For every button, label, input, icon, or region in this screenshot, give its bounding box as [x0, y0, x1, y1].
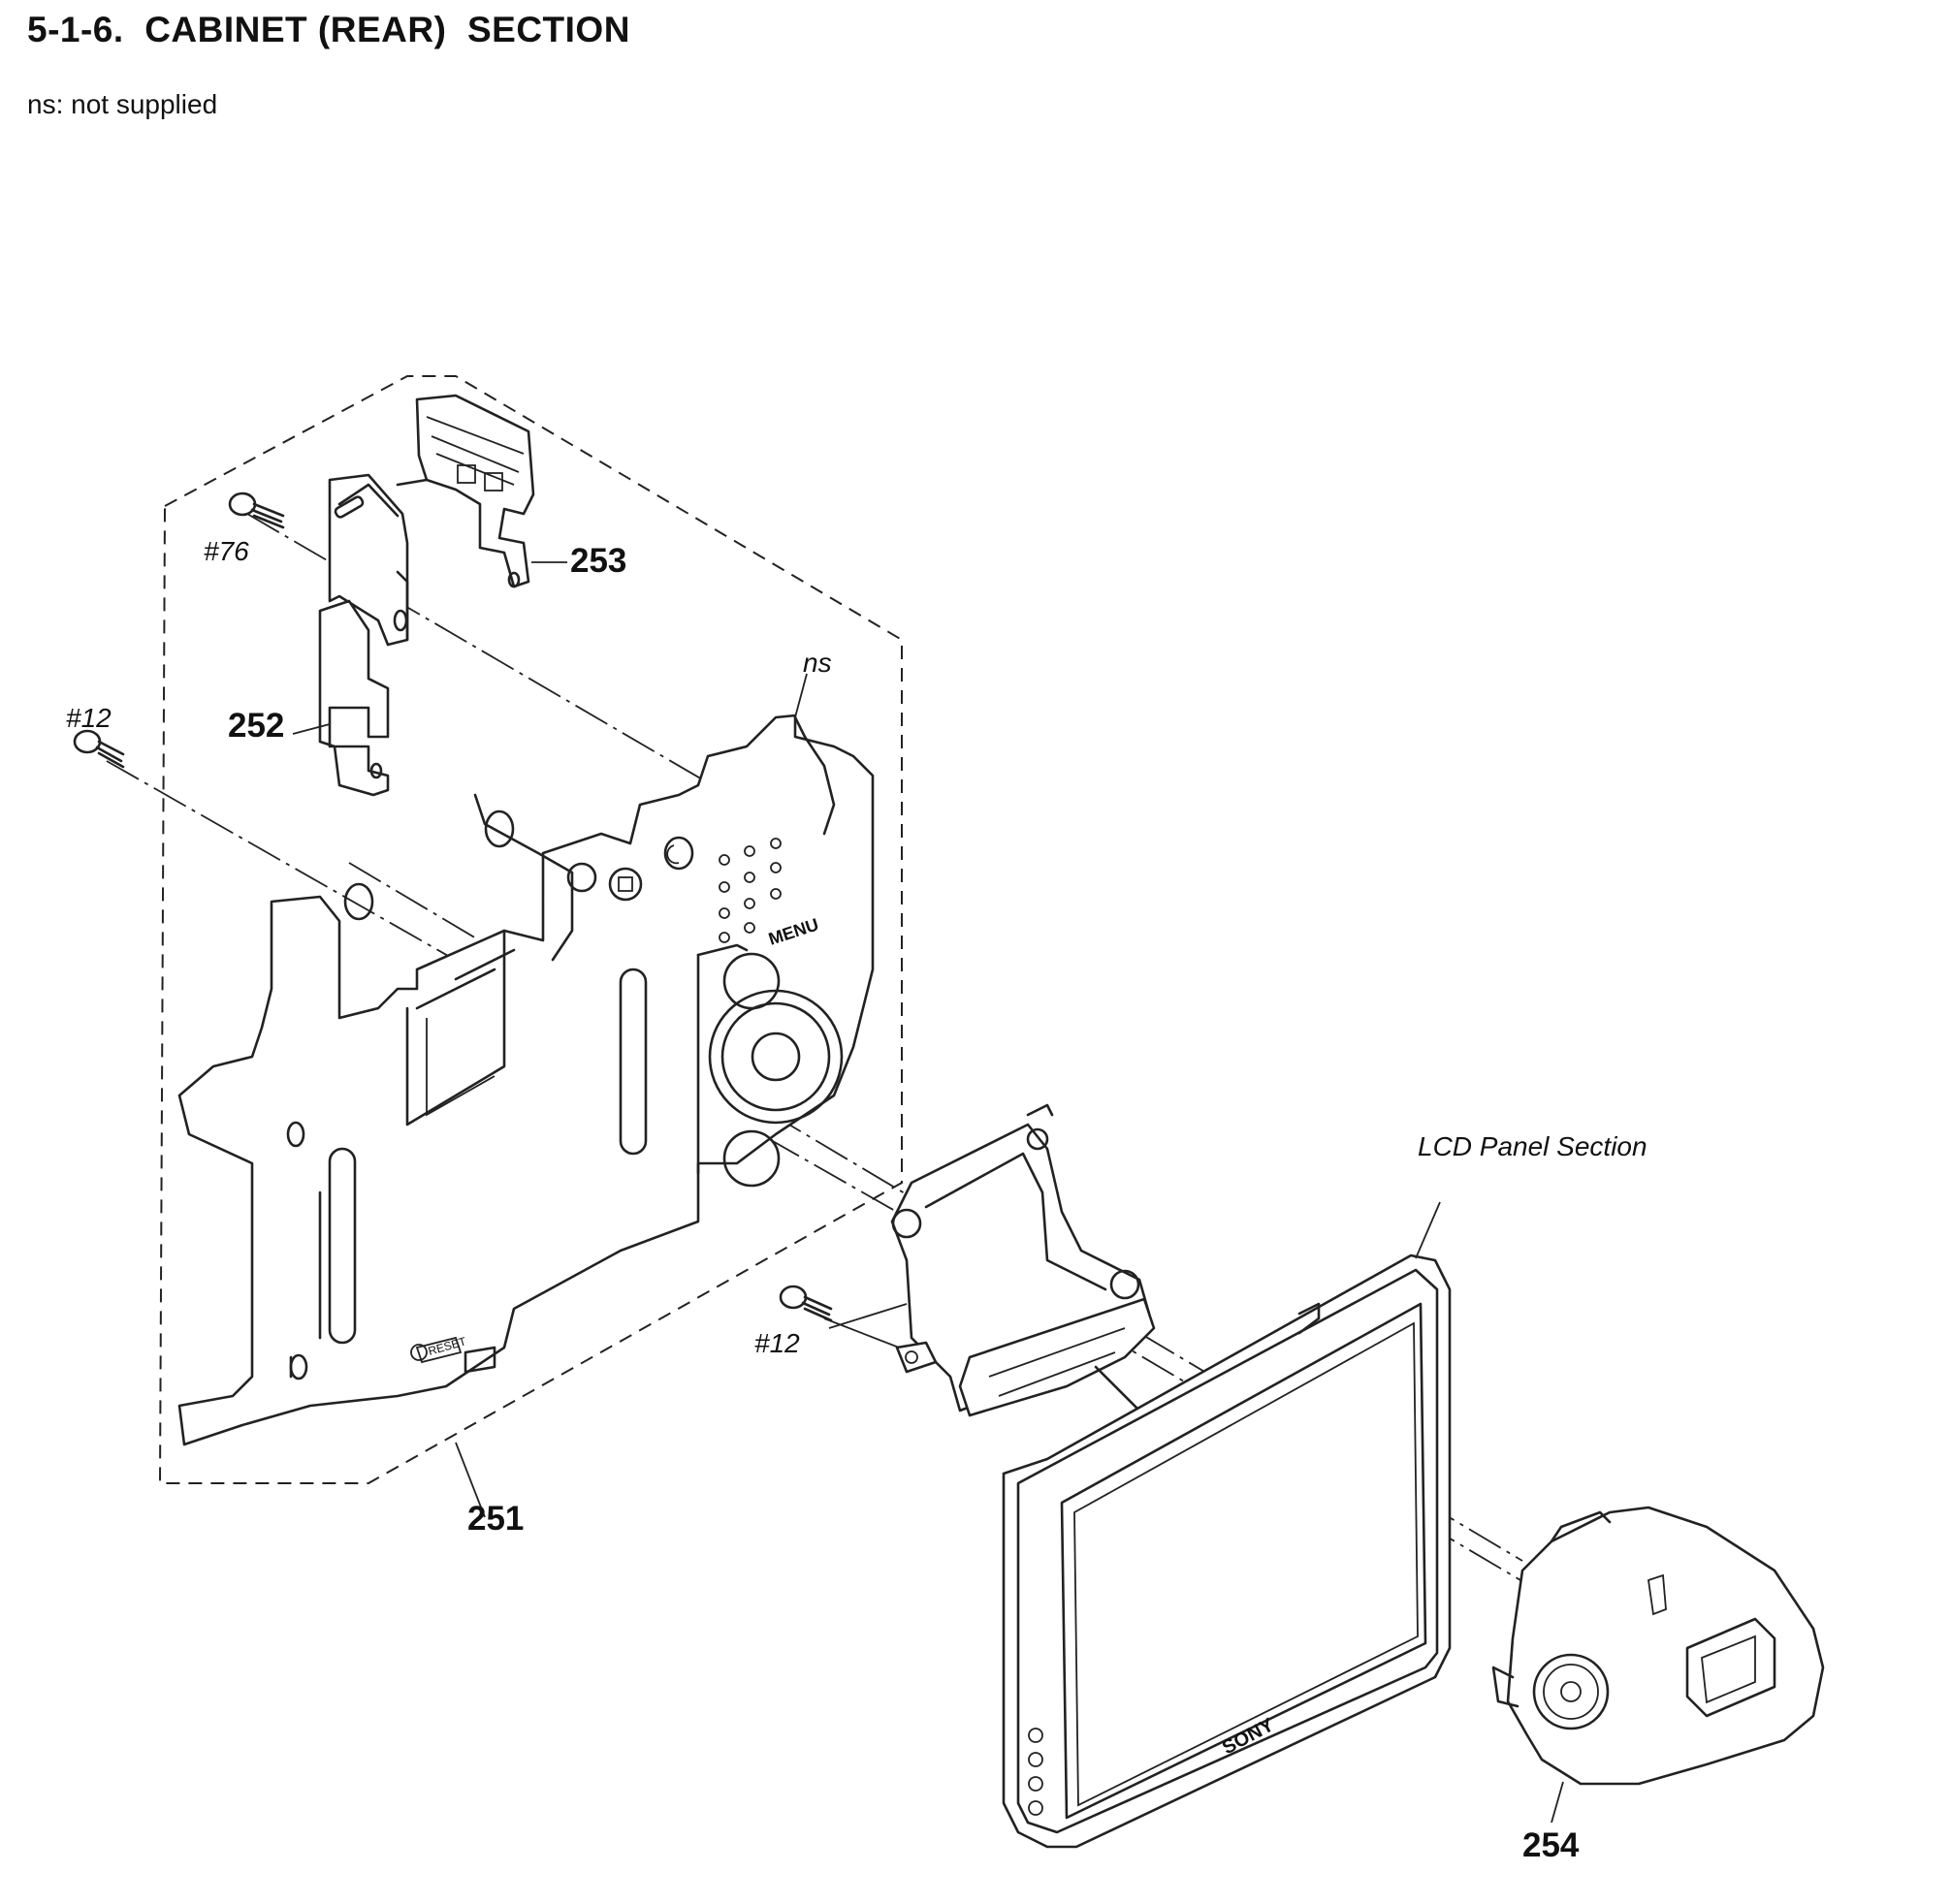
label-part-251: 251 [467, 1500, 524, 1538]
screw-76 [228, 492, 285, 529]
label-screw-12-left: #12 [66, 703, 112, 733]
lcd-hinge-assembly [890, 1103, 1204, 1437]
leader-251 [455, 1442, 486, 1518]
label-part-253: 253 [570, 542, 626, 580]
label-screw-76: #76 [204, 536, 249, 566]
rear-cabinet-part: MENU RESET [177, 714, 875, 1446]
screw-12-left [73, 729, 125, 769]
leader-lcd [1415, 1201, 1441, 1259]
bracket-part-252 [318, 473, 409, 797]
label-screw-12-mid: #12 [754, 1328, 800, 1358]
legend-note: ns: not supplied [27, 89, 218, 119]
eyecup-part-254 [1491, 1506, 1825, 1786]
assembly-boundary-251 [158, 375, 903, 1484]
leader-hinge-screw [828, 1303, 908, 1329]
leader-254 [1551, 1781, 1564, 1824]
leader-ns [794, 673, 808, 718]
lcd-panel: SONY [1002, 1253, 1452, 1849]
speaker-holes [719, 838, 782, 943]
screw-12-mid [779, 1285, 833, 1322]
button-cap-part-253 [396, 394, 535, 588]
label-lcd-section: LCD Panel Section [1418, 1131, 1647, 1161]
leader-252 [292, 723, 331, 735]
label-ns: ns [803, 648, 832, 678]
label-part-252: 252 [228, 707, 284, 745]
page-title: 5-1-6. CABINET (REAR) SECTION [27, 10, 630, 49]
label-part-254: 254 [1522, 1826, 1580, 1864]
